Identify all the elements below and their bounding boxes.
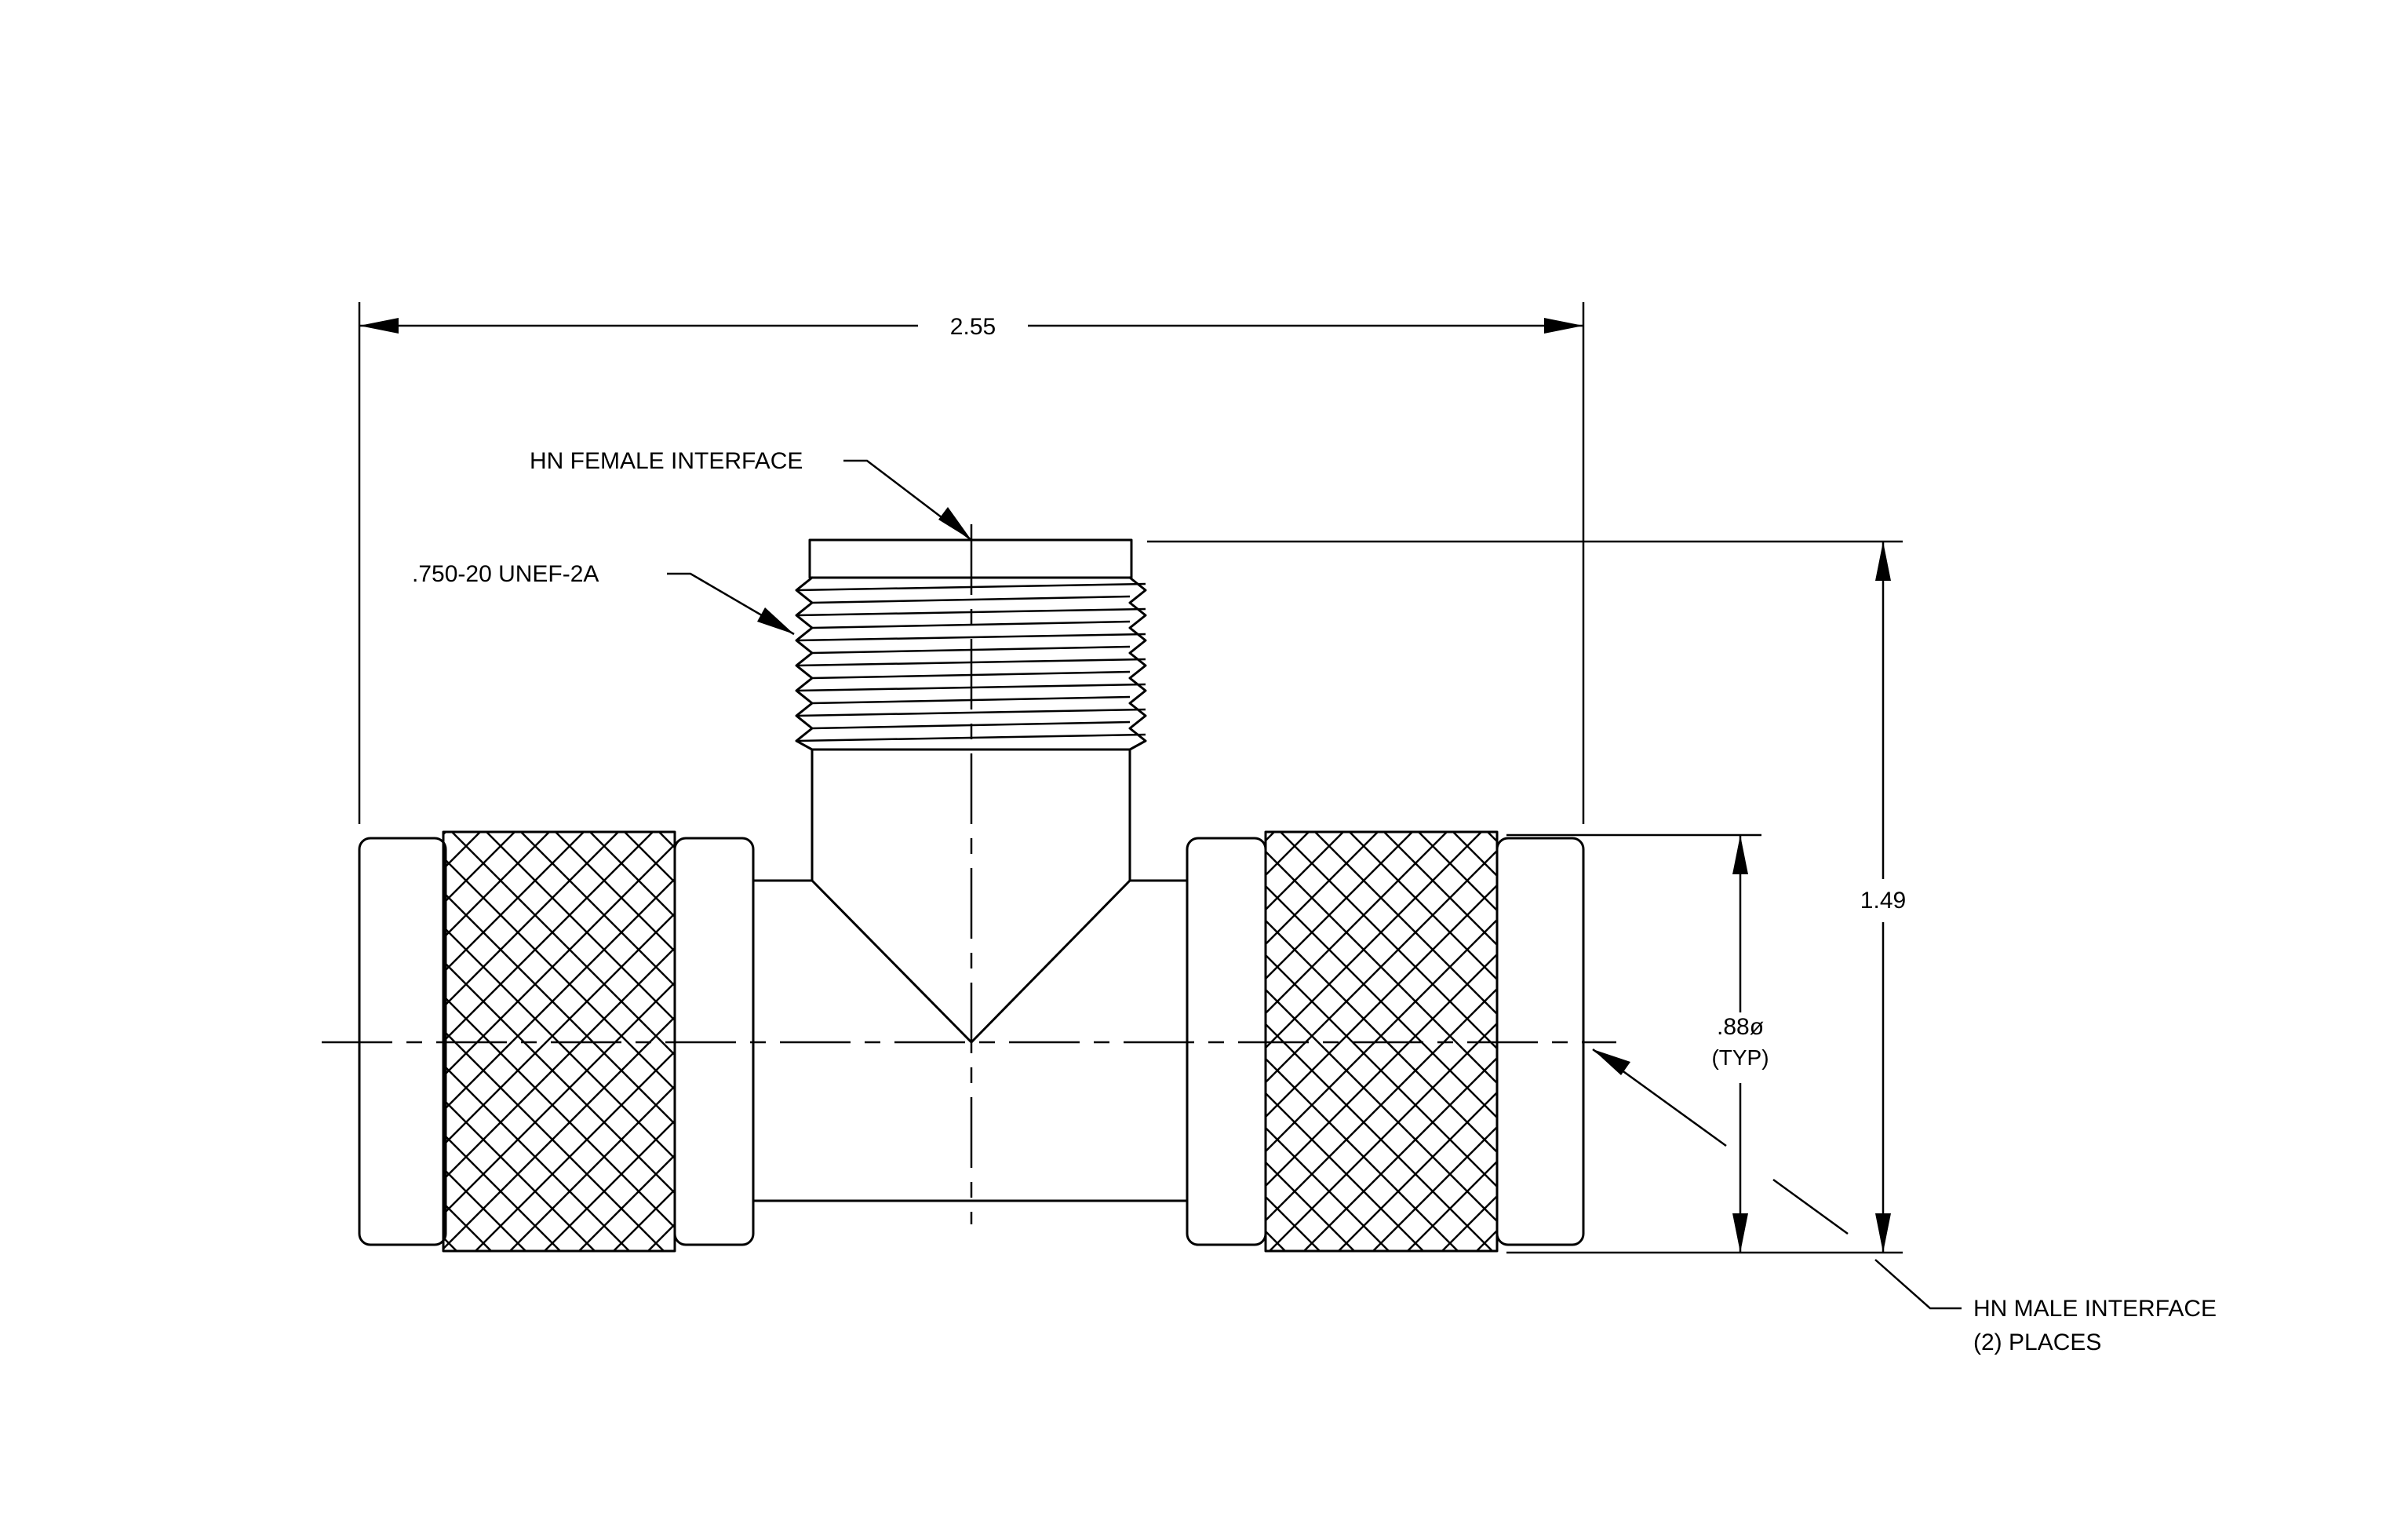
height-dimension: 1.49 xyxy=(1147,540,1906,1254)
tee-body xyxy=(752,748,1189,1202)
male-interface-label-line1: HN MALE INTERFACE xyxy=(1973,1296,2217,1322)
width-dimension: 2.55 xyxy=(358,302,1585,824)
diameter-dimension: .88ø (TYP) xyxy=(1506,833,1769,1253)
diameter-typ-note: (TYP) xyxy=(1711,1045,1769,1070)
diameter-dimension-label: .88ø xyxy=(1717,1014,1764,1040)
male-interface-callout: HN MALE INTERFACE (2) PLACES xyxy=(1592,1048,2217,1355)
male-interface-label-line2: (2) PLACES xyxy=(1973,1330,2101,1355)
female-interface-label: HN FEMALE INTERFACE xyxy=(530,448,803,474)
thread-spec-label: .750-20 UNEF-2A xyxy=(412,561,599,587)
thread-spec-callout: .750-20 UNEF-2A xyxy=(412,561,795,636)
width-dimension-label: 2.55 xyxy=(950,314,996,340)
height-dimension-label: 1.49 xyxy=(1860,888,1906,914)
female-interface-callout: HN FEMALE INTERFACE xyxy=(530,448,972,541)
